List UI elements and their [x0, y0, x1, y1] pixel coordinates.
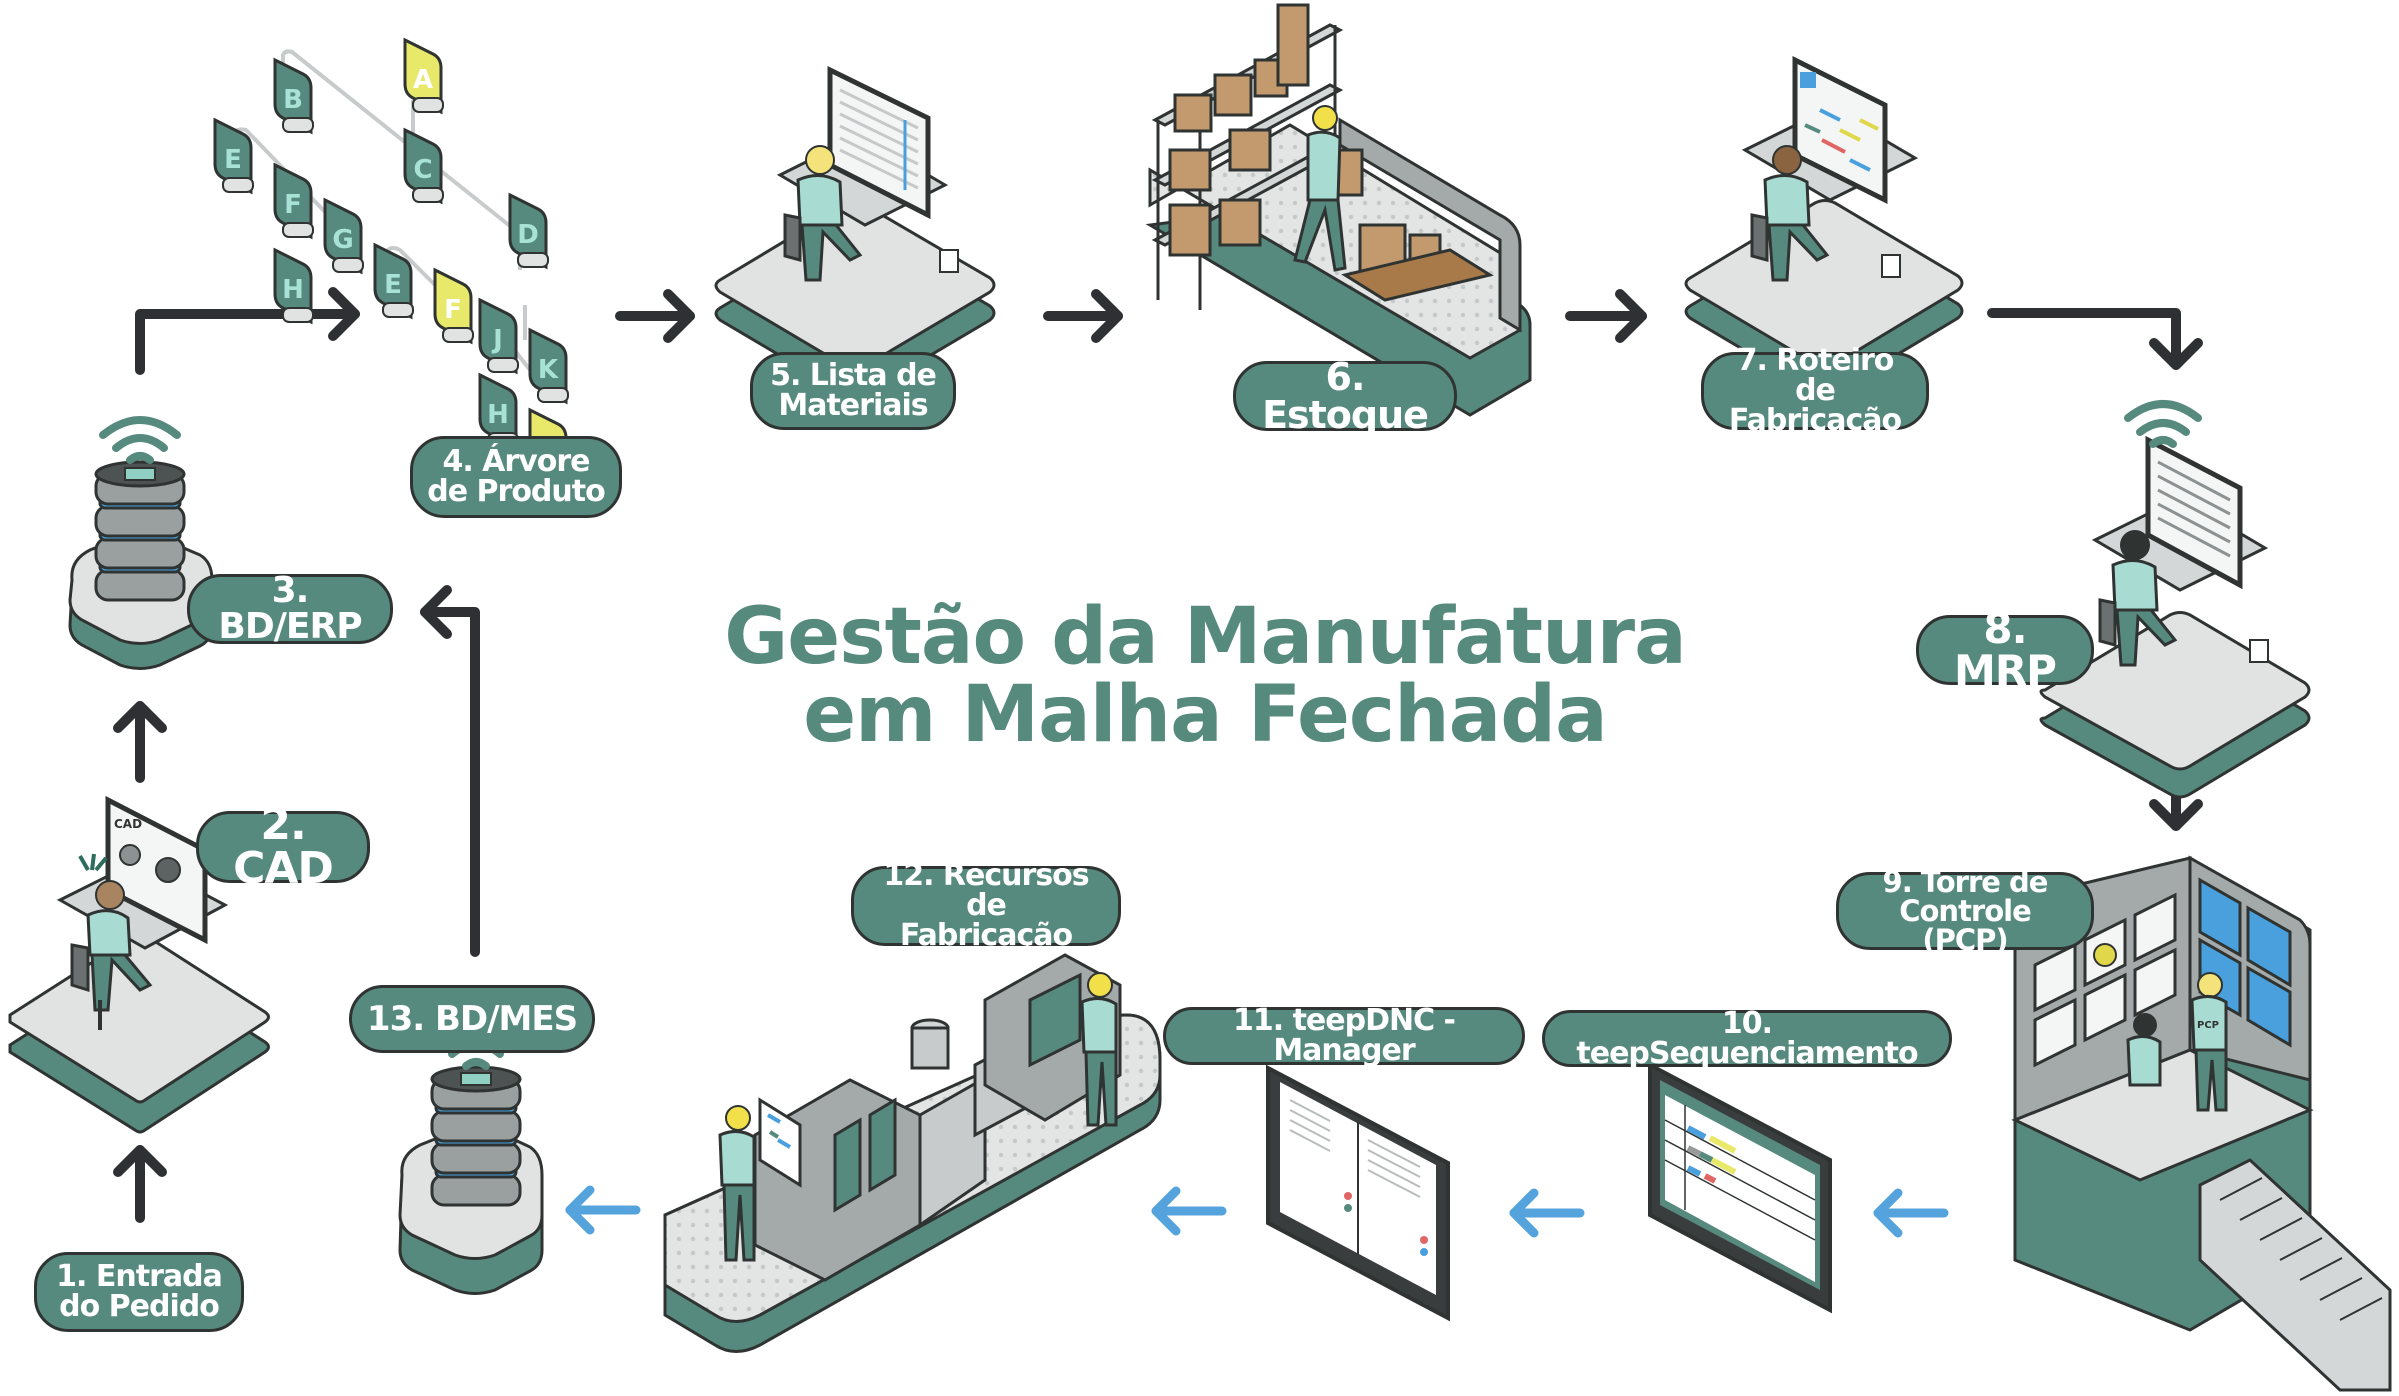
database-server-icon-mes: [398, 1018, 544, 1295]
flow-arrows: [113, 287, 2203, 1223]
arrow-11-to-12: [1151, 1186, 1227, 1236]
step-label-estoque[interactable]: 6. Estoque: [1233, 358, 1457, 434]
tree-node-letter: B: [283, 85, 303, 115]
tree-node: B: [273, 57, 314, 135]
step-label-entrada-pedido[interactable]: 1. Entrada do Pedido: [34, 1252, 244, 1332]
arrow-5-to-6: [1043, 289, 1123, 343]
step-label-roteiro-fabricacao[interactable]: 7. Roteiro de Fabricação: [1701, 346, 1929, 436]
step-label-recursos-fabricacao[interactable]: 12. Recursos de Fabricação: [851, 861, 1121, 951]
tree-node: F: [433, 267, 474, 345]
page-title-line-1: Gestão da Manufatura: [724, 592, 1686, 682]
step-label-bd-mes[interactable]: 13. BD/MES: [349, 985, 595, 1053]
tree-nodes: ABCDEFGHEFJKHI: [213, 37, 569, 485]
step-label-cad[interactable]: 2. CAD: [196, 803, 370, 891]
tree-node-letter: F: [284, 190, 302, 220]
step-label-teep-sequenciamento[interactable]: 10. teepSequenciamento: [1542, 1008, 1952, 1068]
tree-node: E: [213, 117, 254, 195]
step-label-lista-materiais[interactable]: 5. Lista de Materiais: [750, 352, 956, 430]
arrow-9-to-10: [1873, 1188, 1949, 1238]
step-label-bd-erp[interactable]: 3. BD/ERP: [187, 573, 393, 645]
feedback-arrows: [565, 1185, 1949, 1238]
tree-node: D: [508, 192, 549, 270]
tree-node-letter: H: [487, 400, 509, 430]
arrow-7-to-8: [1987, 308, 2203, 370]
tree-node-letter: D: [517, 220, 539, 250]
product-tree-icon: ABCDEFGHEFJKHI: [213, 37, 569, 485]
tree-node: F: [273, 162, 314, 240]
tree-node: C: [403, 127, 444, 205]
arrow-2-to-3: [113, 701, 167, 783]
wifi-icon: [2124, 400, 2202, 448]
tree-node-letter: C: [413, 155, 432, 185]
tree-node-letter: G: [332, 225, 353, 255]
step-label-arvore-produto[interactable]: 4. Árvore de Produto: [410, 436, 622, 518]
tree-node-letter: E: [384, 270, 402, 300]
factory-machines-icon: [663, 953, 1162, 1353]
cad-screen-text: CAD: [114, 817, 142, 831]
arrow-10-to-11: [1509, 1188, 1585, 1238]
step-label-mrp[interactable]: 8. MRP: [1916, 608, 2094, 692]
database-server-icon-erp: [68, 416, 214, 670]
page-title-line-2: em Malha Fechada: [803, 670, 1608, 760]
tree-node: K: [528, 327, 569, 405]
arrow-13-to-3: [420, 585, 480, 957]
tree-node-letter: H: [282, 275, 304, 305]
workstation-icon-bom: [714, 65, 996, 399]
pcp-badge: PCP: [2197, 1020, 2219, 1031]
arrow-1-to-2: [113, 1145, 167, 1223]
tree-node-letter: F: [444, 295, 462, 325]
tree-node-letter: A: [413, 65, 433, 95]
wifi-icon: [99, 416, 181, 464]
step-label-teep-dnc-manager[interactable]: 11. teepDNC - Manager: [1163, 1006, 1525, 1066]
workstation-icon-mrp: [2039, 400, 2311, 799]
tree-node: A: [403, 37, 444, 115]
tree-node-letter: E: [224, 145, 242, 175]
cad-workstation-icon: CAD: [8, 795, 270, 1134]
tree-node-letter: J: [491, 325, 503, 355]
tree-node-letter: K: [538, 355, 559, 385]
tree-node: H: [273, 247, 314, 325]
arrow-6-to-7: [1565, 289, 1647, 343]
tree-node: G: [323, 197, 364, 275]
arrow-12-to-13: [565, 1185, 641, 1235]
tablet-dnc-icon: [1266, 1064, 1450, 1322]
tablet-gantt-icon: [1648, 1061, 1832, 1314]
step-label-torre-controle[interactable]: 9. Torre de Controle (PCP): [1836, 867, 2094, 954]
tree-node: E: [373, 242, 414, 320]
warehouse-icon: [1145, 3, 1532, 417]
arrow-3-to-4: [135, 287, 360, 375]
tree-node: J: [478, 297, 519, 375]
arrow-4-to-5: [615, 289, 695, 343]
